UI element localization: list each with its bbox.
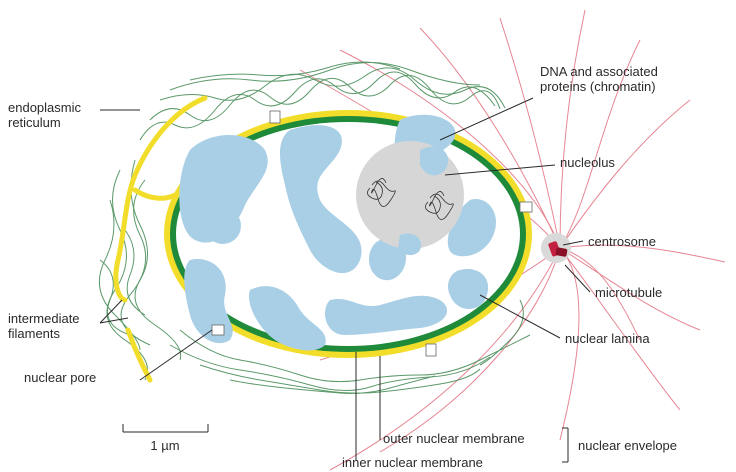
label-nuclear-envelope: nuclear envelope	[578, 438, 677, 453]
label-centrosome: centrosome	[588, 234, 656, 249]
label-endoplasmic-reticulum: endoplasmic reticulum	[8, 100, 81, 130]
label-nuclear-pore: nuclear pore	[24, 370, 96, 385]
er-label-line2: reticulum	[8, 115, 81, 130]
er-label-line1: endoplasmic	[8, 100, 81, 115]
label-outer-nuclear-membrane: outer nuclear membrane	[383, 431, 525, 446]
label-nuclear-lamina: nuclear lamina	[565, 331, 650, 346]
nucleolus	[356, 141, 464, 249]
label-microtubule: microtubule	[595, 285, 662, 300]
label-scale-bar: 1 µm	[135, 438, 195, 453]
dna-label-line2: proteins (chromatin)	[540, 79, 728, 94]
scale-bar	[123, 424, 208, 432]
label-intermediate-filaments: intermediate filaments	[8, 311, 80, 341]
label-inner-nuclear-membrane: inner nuclear membrane	[342, 455, 483, 470]
label-dna-chromatin: DNA and associated proteins (chromatin)	[540, 64, 728, 94]
if-label-line1: intermediate	[8, 311, 80, 326]
label-nucleolus: nucleolus	[560, 155, 615, 170]
if-label-line2: filaments	[8, 326, 80, 341]
dna-label-line1: DNA and associated	[540, 64, 728, 79]
